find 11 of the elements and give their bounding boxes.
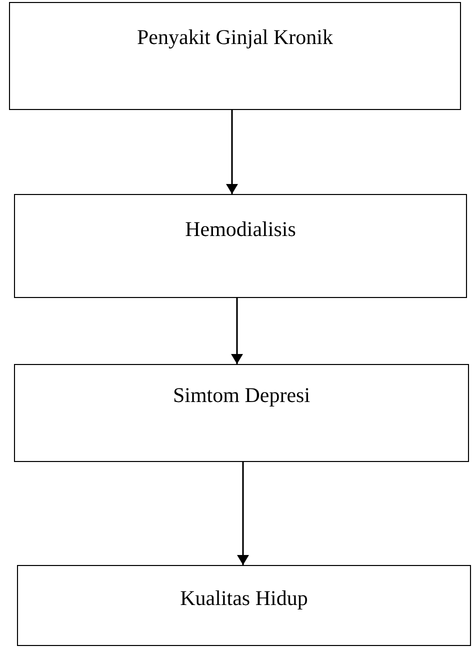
process-box [14,194,467,298]
box-label: Hemodialisis [185,217,296,242]
process-box [17,565,471,646]
arrow [237,462,249,565]
box-label: Penyakit Ginjal Kronik [137,25,333,50]
box-label: Simtom Depresi [172,383,310,408]
arrow [226,110,238,194]
box-label: Kualitas Hidup [180,586,308,611]
process-box [9,2,461,110]
process-box [14,364,469,462]
arrow [231,298,243,364]
